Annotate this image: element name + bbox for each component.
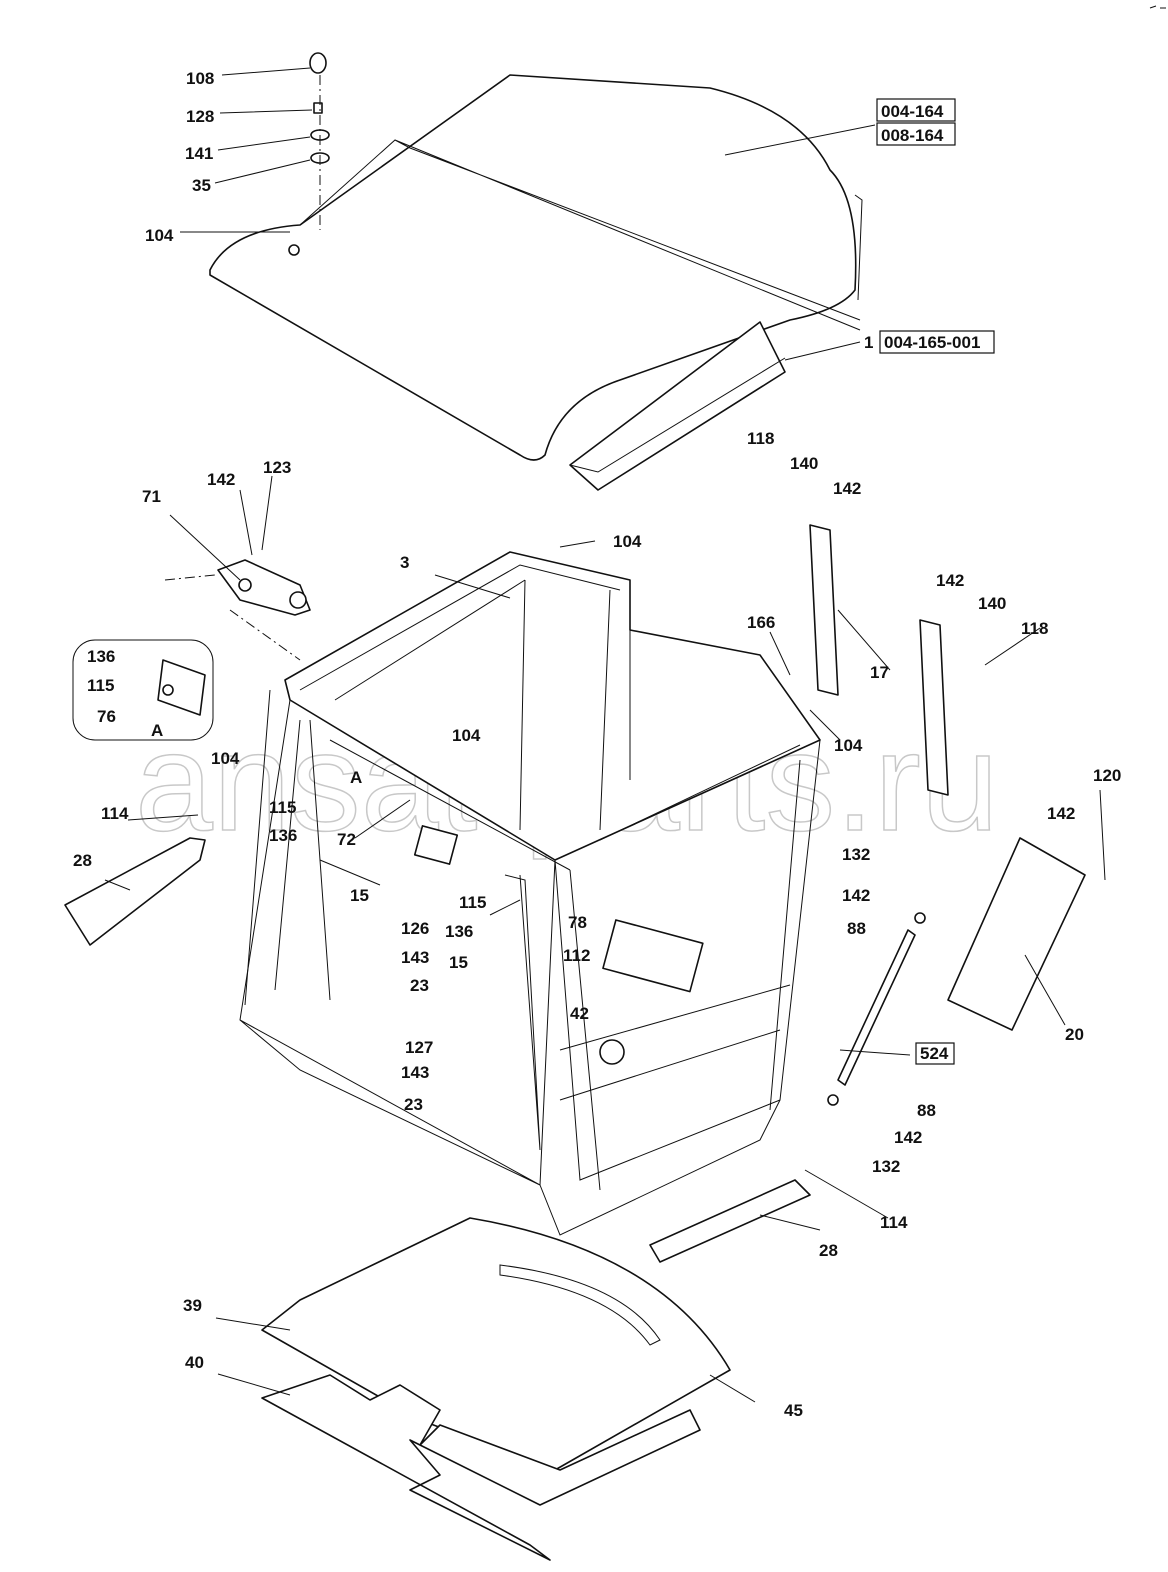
callout-23: 23 — [410, 976, 429, 995]
ref-box-524 — [915, 1042, 955, 1065]
roof-fasteners — [288, 52, 330, 256]
callout-20: 20 — [1065, 1025, 1084, 1044]
callout-114: 114 — [880, 1213, 908, 1232]
ref-004-164: 004-164 — [881, 102, 944, 121]
side-panel — [947, 837, 1086, 1031]
callout-126: 126 — [401, 919, 429, 938]
callout-142: 142 — [1047, 804, 1075, 823]
callout-15: 15 — [449, 953, 468, 972]
callout-104: 104 — [145, 226, 174, 245]
callout-28: 28 — [819, 1241, 838, 1260]
callout-45: 45 — [784, 1401, 803, 1420]
callout-76: 76 — [97, 707, 116, 726]
ref-004-165-001: 004-165-001 — [884, 333, 980, 352]
gas-strut — [827, 912, 926, 1106]
ref-524: 524 — [920, 1044, 949, 1063]
ref-box-008-164 — [876, 122, 956, 146]
callout-labels: 108 128 141 35 104 004-164 008-164 1 004… — [73, 69, 1121, 1420]
detail-a-callout — [72, 639, 214, 741]
callout-42: 42 — [570, 1004, 589, 1023]
callout-143: 143 — [401, 948, 429, 967]
callout-115: 115 — [87, 676, 114, 695]
callout-143: 143 — [401, 1063, 429, 1082]
ref-008-164: 008-164 — [881, 126, 944, 145]
callout-78: 78 — [568, 913, 587, 932]
trim-strips — [809, 524, 949, 796]
callout-72: 72 — [337, 830, 356, 849]
cover-plate-right — [649, 1179, 811, 1263]
callout-17: 17 — [870, 663, 889, 682]
callout-104: 104 — [613, 532, 642, 551]
callout-142: 142 — [894, 1128, 922, 1147]
callout-128: 128 — [186, 107, 214, 126]
callout-132: 132 — [872, 1157, 900, 1176]
callout-40: 40 — [185, 1353, 204, 1372]
callout-140: 140 — [790, 454, 818, 473]
detail-a-marker: A — [350, 768, 362, 787]
leader-lines — [104, 67, 1106, 1403]
callout-112: 112 — [563, 946, 590, 965]
callout-15: 15 — [350, 886, 369, 905]
callout-114: 114 — [101, 804, 129, 823]
detail-a-label: A — [151, 721, 163, 740]
callout-118: 118 — [747, 429, 774, 448]
callout-39: 39 — [183, 1296, 202, 1315]
sun-visor — [569, 321, 786, 491]
callout-141: 141 — [185, 144, 213, 163]
callout-104: 104 — [211, 749, 240, 768]
latch-assembly — [164, 559, 311, 661]
callout-123: 123 — [263, 458, 291, 477]
callout-120: 120 — [1093, 766, 1121, 785]
floor-mats — [261, 1217, 731, 1561]
callout-3: 3 — [400, 553, 409, 572]
callout-142: 142 — [833, 479, 861, 498]
callout-136: 136 — [87, 647, 115, 666]
roof-panel — [209, 74, 863, 461]
callout-132: 132 — [842, 845, 870, 864]
callout-71: 71 — [142, 487, 161, 506]
callout-136: 136 — [269, 826, 297, 845]
cab-frame — [239, 551, 821, 1236]
callout-108: 108 — [186, 69, 214, 88]
callout-127: 127 — [405, 1038, 433, 1057]
callout-104: 104 — [452, 726, 481, 745]
callout-140: 140 — [978, 594, 1006, 613]
callout-136: 136 — [445, 922, 473, 941]
callout-115: 115 — [269, 798, 296, 817]
callout-35: 35 — [192, 176, 211, 195]
callout-1: 1 — [864, 333, 873, 352]
callout-142: 142 — [842, 886, 870, 905]
callout-104: 104 — [834, 736, 863, 755]
cover-plate-left — [64, 837, 206, 946]
callout-88: 88 — [847, 919, 866, 938]
ref-box-004-165-001 — [879, 330, 995, 354]
callout-118: 118 — [1021, 619, 1048, 638]
callout-166: 166 — [747, 613, 775, 632]
callout-142: 142 — [207, 470, 235, 489]
callout-23: 23 — [404, 1095, 423, 1114]
callout-115: 115 — [459, 893, 486, 912]
callout-142: 142 — [936, 571, 964, 590]
callout-28: 28 — [73, 851, 92, 870]
callout-88: 88 — [917, 1101, 936, 1120]
ref-box-004-164 — [876, 98, 956, 122]
corner-mark — [1149, 5, 1166, 9]
